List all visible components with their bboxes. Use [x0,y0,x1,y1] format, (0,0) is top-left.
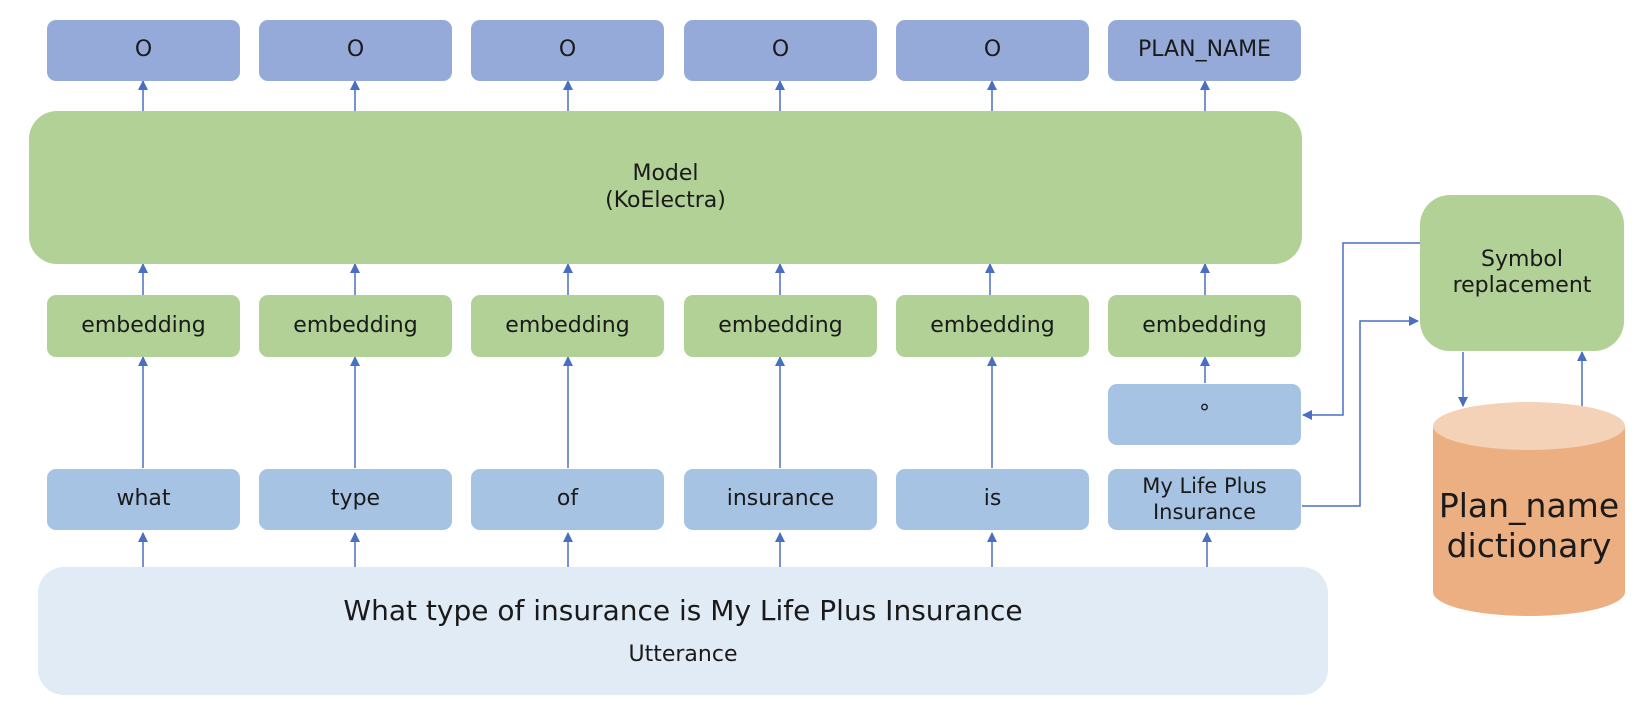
utterance-text: What type of insurance is My Life Plus I… [343,594,1023,627]
output-label-3: O [471,20,664,81]
utterance-label: Utterance [628,641,738,667]
token-box-4: insurance [684,469,877,530]
symbol-replacement-block: Symbol replacement [1420,195,1624,351]
dictionary-line1: Plan_name [1438,486,1620,526]
model-subtitle: (KoElectra) [605,187,726,213]
embedding-box-4: embedding [684,295,877,357]
symbol-replacement-line2: replacement [1452,273,1592,298]
dictionary-label: Plan_name dictionary [1433,462,1625,590]
symbol-token-box: ° [1108,384,1301,445]
model-title: Model [632,161,699,187]
token-box-6: My Life Plus Insurance [1108,469,1301,530]
token-box-5: is [896,469,1089,530]
embedding-box-6: embedding [1108,295,1301,357]
embedding-box-5: embedding [896,295,1089,357]
embedding-box-1: embedding [47,295,240,357]
embedding-box-2: embedding [259,295,452,357]
embedding-box-3: embedding [471,295,664,357]
model-block: Model (KoElectra) [29,111,1302,264]
dictionary-line2: dictionary [1446,526,1612,565]
utterance-block: What type of insurance is My Life Plus I… [38,567,1328,695]
token-box-1: what [47,469,240,530]
token-box-2: type [259,469,452,530]
symbol-replacement-line1: Symbol [1481,246,1563,272]
arrow-token-to-symbol-replacement [1302,316,1419,507]
output-label-5: O [896,20,1089,81]
token-box-3: of [471,469,664,530]
output-label-2: O [259,20,452,81]
output-label-6: PLAN_NAME [1108,20,1301,81]
dictionary-cylinder [1433,402,1625,616]
output-label-4: O [684,20,877,81]
output-label-1: O [47,20,240,81]
arrow-symbol-replacement-to-symbol-token [1302,242,1420,420]
